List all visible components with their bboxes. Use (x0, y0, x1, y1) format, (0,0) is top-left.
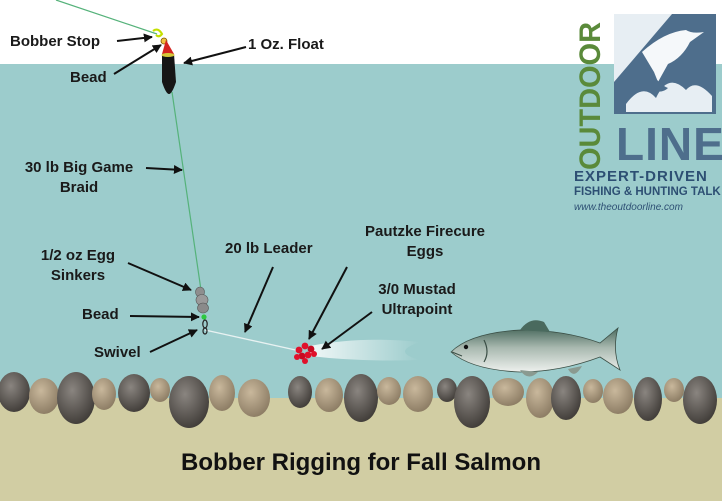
cured-eggs (294, 342, 317, 364)
main-line-top (55, 0, 158, 35)
arrow-float (183, 46, 247, 66)
label-float: 1 Oz. Float (248, 36, 324, 53)
sky (0, 0, 722, 64)
diagram-title: Bobber Rigging for Fall Salmon (181, 449, 541, 476)
logo-word-big: LINE (616, 118, 722, 170)
outdoor-line-logo: OUTDOOR LINE EXPERT-DRIVEN FISHING & HUN… (572, 12, 722, 217)
arrow-swivel (149, 329, 198, 353)
float (161, 40, 176, 94)
label-braid: 30 lb Big Game Braid (14, 158, 144, 198)
logo-emblem (614, 14, 716, 114)
arrow-braid (145, 165, 183, 175)
bobber-stop (152, 28, 164, 38)
leader-line (204, 329, 301, 352)
label-hook: 3/0 Mustad Ultrapoint (362, 280, 472, 320)
label-swivel: Swivel (94, 344, 141, 361)
arrow-bobber-stop (116, 33, 153, 43)
label-bead-top: Bead (70, 69, 107, 86)
label-bobber-stop: Bobber Stop (10, 33, 100, 50)
label-bead-bottom: Bead (82, 306, 119, 323)
label-sinkers-line1: 1/2 oz Egg (40, 247, 116, 264)
egg-sinkers (195, 286, 209, 314)
logo-tagline-1: EXPERT-DRIVEN (574, 168, 708, 185)
arrow-sinkers (127, 262, 192, 291)
label-leader: 20 lb Leader (225, 240, 313, 257)
swivel (202, 319, 208, 335)
salmon (450, 320, 621, 377)
label-braid-line2: Braid (59, 179, 99, 196)
label-sinkers: 1/2 oz Egg Sinkers (28, 246, 128, 286)
label-eggs: Pautzke Firecure Eggs (340, 222, 510, 262)
scent-trail (310, 339, 420, 361)
braid-line (171, 91, 202, 291)
label-eggs-line1: Pautzke Firecure (364, 223, 486, 240)
label-hook-line1: 3/0 Mustad (378, 281, 456, 298)
arrow-hook (321, 311, 373, 350)
logo-url: www.theoutdoorline.com (574, 202, 683, 213)
logo-tagline-2: FISHING & HUNTING TALK (574, 186, 721, 198)
arrow-eggs (308, 266, 348, 340)
logo-outdoor-word: OUTDOOR (574, 22, 606, 170)
label-hook-line2: Ultrapoint (381, 301, 453, 318)
label-eggs-line2: Eggs (406, 243, 444, 260)
label-braid-line1: 30 lb Big Game (24, 159, 134, 176)
bead-bottom (201, 314, 207, 320)
river-rocks (0, 372, 717, 428)
label-sinkers-line2: Sinkers (50, 267, 106, 284)
logo-word-vertical: OUTDOOR (574, 22, 606, 170)
label-arrows (113, 33, 373, 353)
arrow-leader (244, 266, 274, 333)
arrow-bead-bottom (129, 312, 200, 322)
arrow-bead-top (113, 44, 162, 75)
